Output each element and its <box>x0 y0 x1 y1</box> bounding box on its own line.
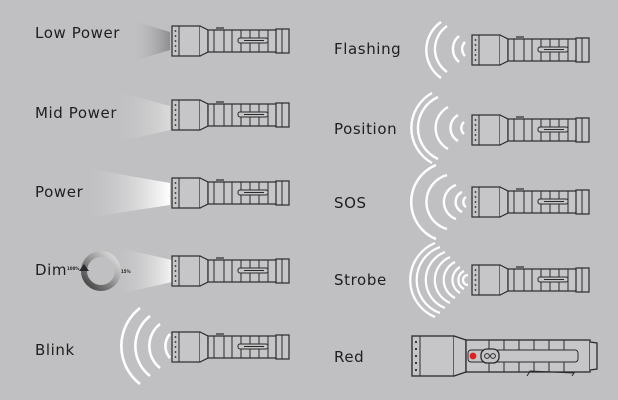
flashlight-icon <box>171 25 290 57</box>
mode-label-mid-power: Mid Power <box>35 104 118 122</box>
beam-high <box>84 168 170 218</box>
mode-label-low-power: Low Power <box>35 24 121 42</box>
mode-label-dim: Dim <box>35 261 68 279</box>
blink-illustration <box>120 306 290 386</box>
signal-waves-icon <box>410 163 467 241</box>
dim-cycle-ring <box>81 251 121 291</box>
mode-label-flashing: Flashing <box>334 40 402 58</box>
flashlight-icon <box>171 99 290 131</box>
red-illustration <box>411 335 598 377</box>
signal-waves-icon <box>410 91 465 165</box>
flashlight-icon <box>171 255 290 287</box>
power-illustration <box>84 168 290 218</box>
flashlight-icon <box>471 34 590 66</box>
low-power-illustration <box>130 20 290 62</box>
mode-label-position: Position <box>334 120 398 138</box>
flashing-illustration <box>425 21 590 79</box>
mode-label-power: Power <box>35 183 84 201</box>
flashlight-large-icon <box>411 335 598 377</box>
dim-max-label: 100% <box>67 266 79 271</box>
red-led-indicator <box>469 352 477 360</box>
beam-dim <box>115 247 172 295</box>
mode-label-blink: Blink <box>35 341 75 359</box>
beam-mid <box>110 90 170 144</box>
mode-label-red: Red <box>334 348 365 366</box>
beam-low <box>130 20 170 62</box>
sos-illustration <box>410 163 590 241</box>
dim-illustration: 100% 15% <box>67 247 290 295</box>
flashlight-icon <box>471 114 590 146</box>
flashlight-icon <box>171 177 290 209</box>
position-illustration <box>410 91 590 165</box>
flashlight-icon <box>471 264 590 296</box>
arrow-up-icon <box>79 264 89 271</box>
dim-min-label: 15% <box>121 269 131 274</box>
flashlight-icon <box>171 331 290 363</box>
signal-waves-icon <box>425 21 466 79</box>
signal-waves-icon <box>120 306 172 386</box>
mode-label-sos: SOS <box>334 194 367 212</box>
signal-waves-icon <box>409 241 469 319</box>
mode-label-strobe: Strobe <box>334 271 387 289</box>
flashlight-icon <box>471 186 590 218</box>
mid-power-illustration <box>110 90 290 144</box>
strobe-illustration <box>409 241 590 319</box>
